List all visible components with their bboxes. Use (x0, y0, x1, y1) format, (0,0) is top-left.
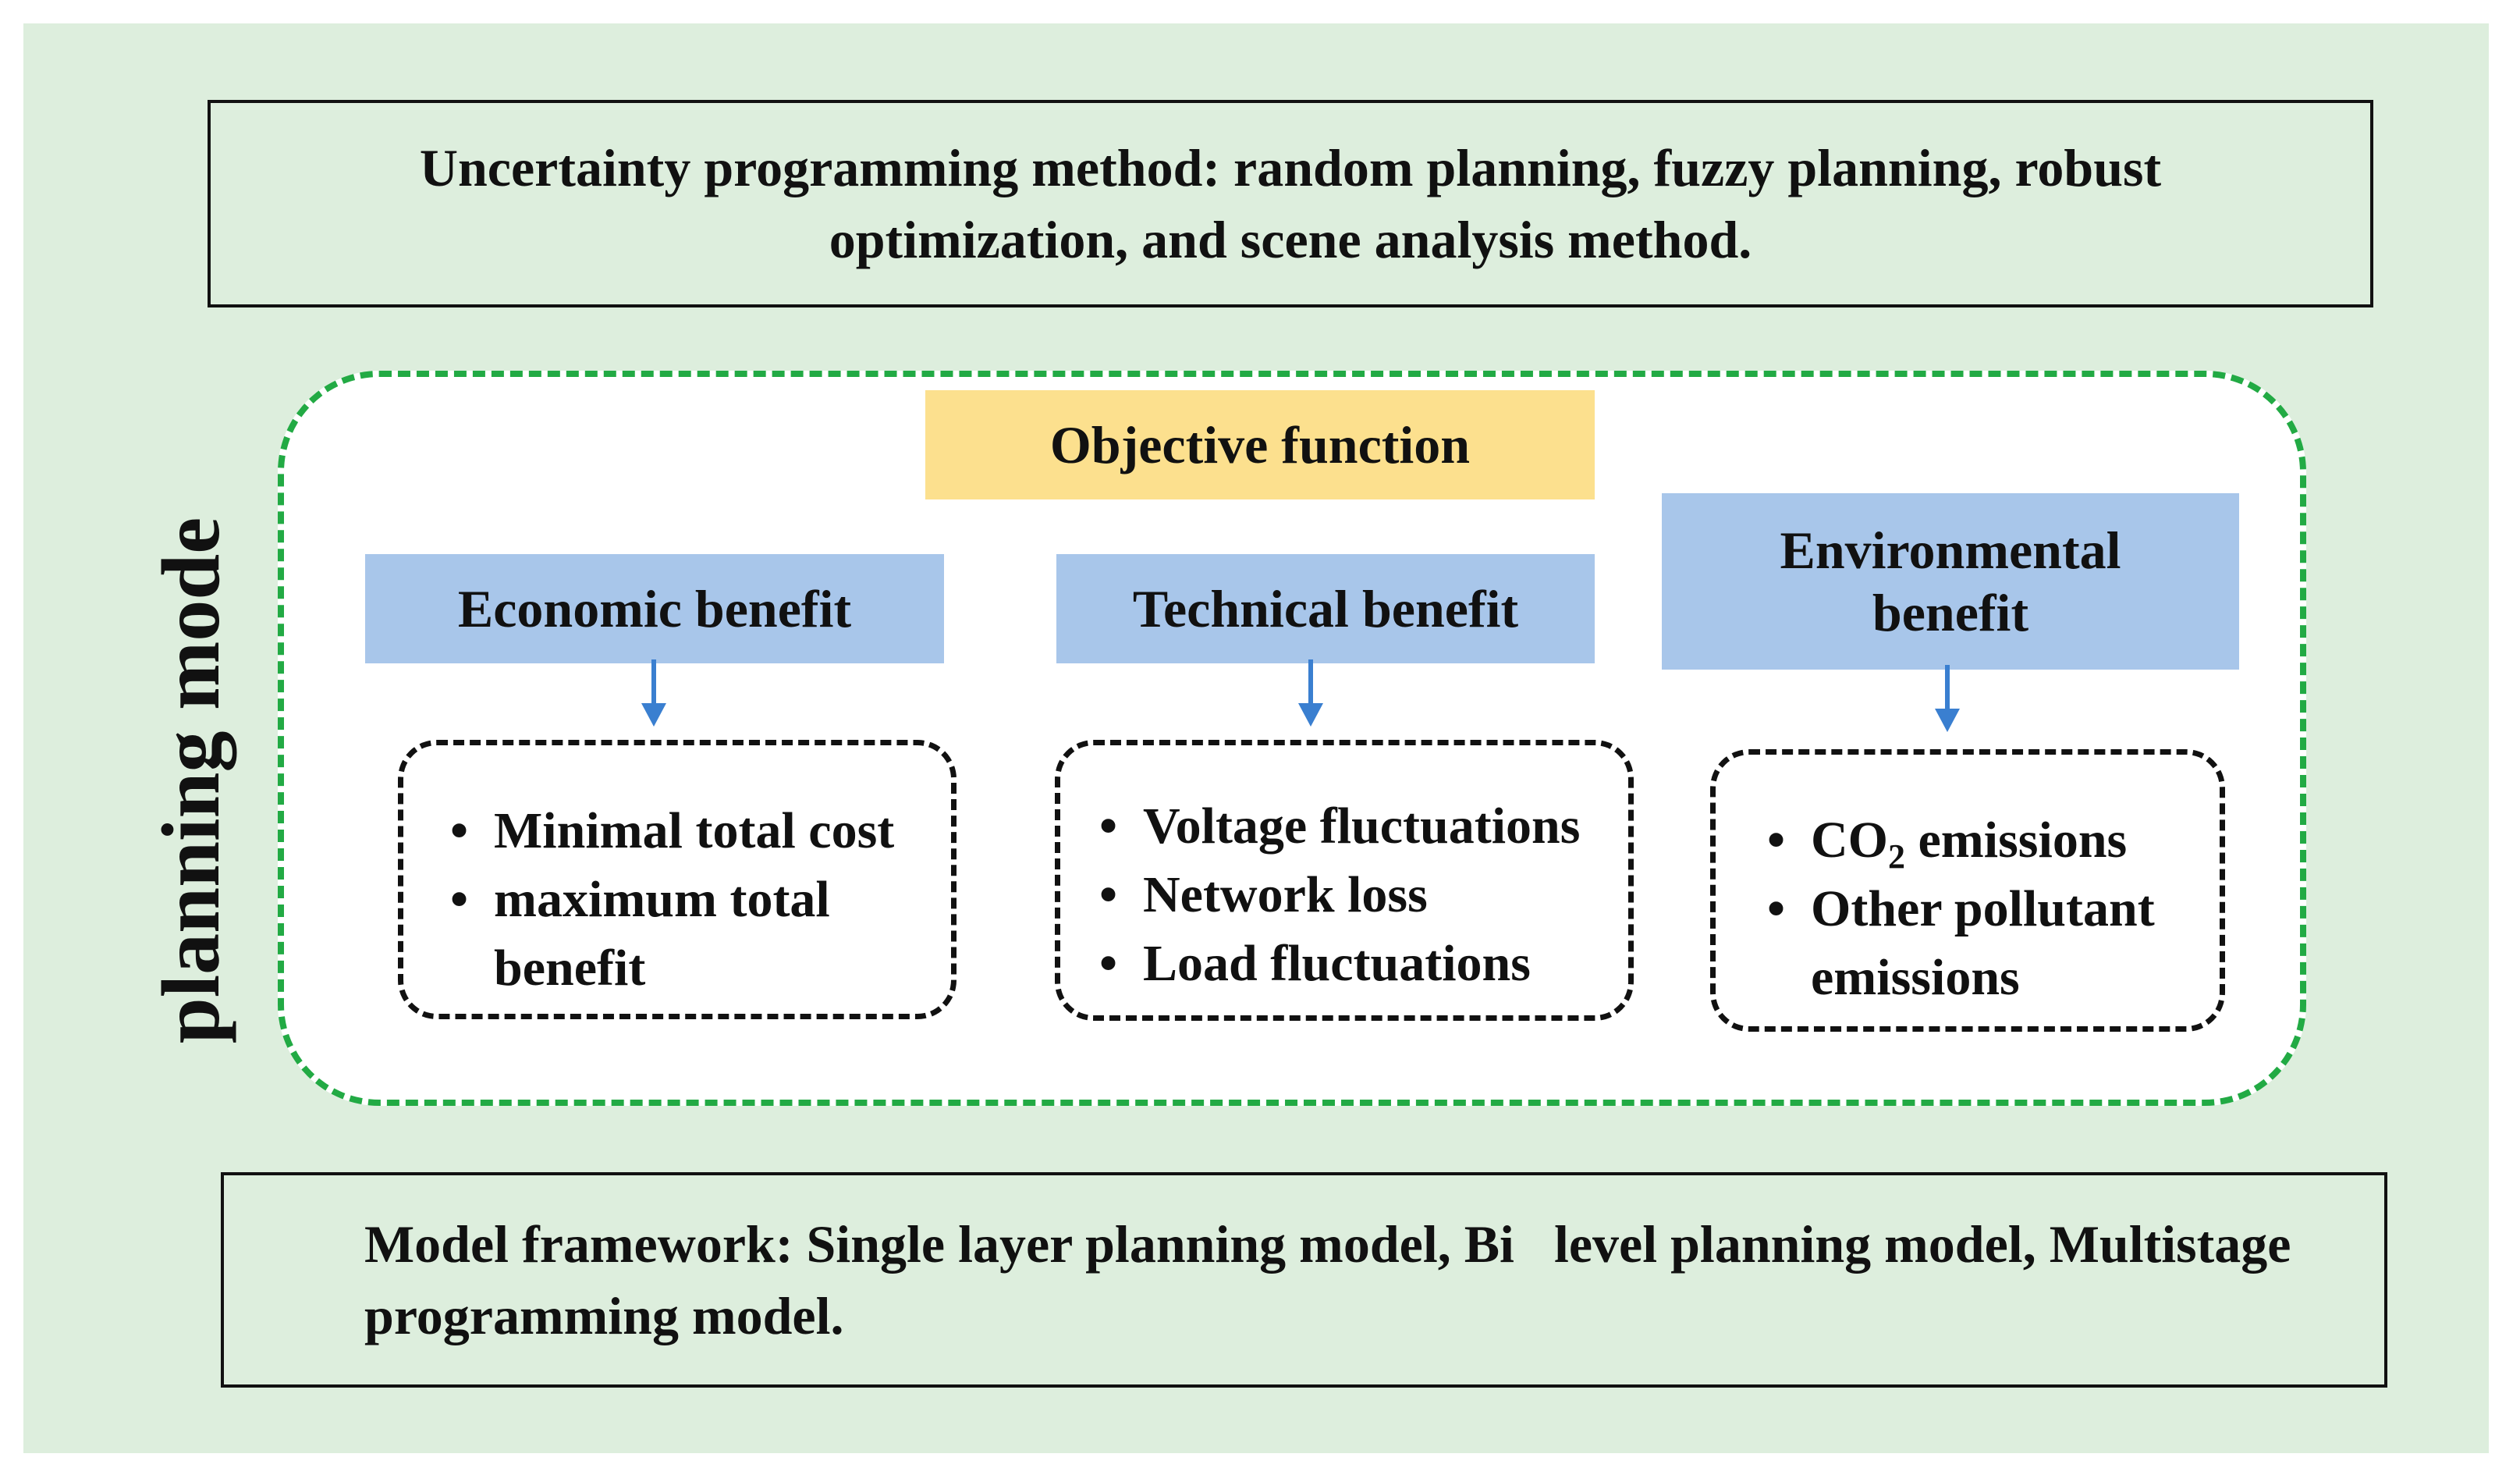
co2-emissions-text: emissions (1905, 812, 2128, 869)
list-item: • Voltage fluctuations (1099, 792, 1613, 861)
environmental-benefit-box: Environmental benefit (1662, 493, 2239, 670)
list-item-text: CO2 emissions (1811, 812, 2128, 874)
environmental-down-arrow-icon (1935, 665, 1960, 732)
uncertainty-method-text: Uncertainty programming method: random p… (419, 138, 2162, 269)
list-item-text: Network loss (1143, 866, 1428, 923)
objective-function-label: Objective function (1049, 414, 1471, 474)
environmental-items-list: • CO2 emissions • Other pollutant emissi… (1767, 806, 2204, 1012)
list-item: • Load fluctuations (1099, 929, 1613, 998)
model-framework-text: Model framework: Single layer planning m… (364, 1214, 2305, 1345)
economic-down-arrow-icon (641, 659, 666, 727)
list-item-text: Load fluctuations (1143, 935, 1531, 992)
list-item: • Minimal total cost (450, 797, 935, 865)
technical-benefit-title: Technical benefit (1132, 579, 1519, 638)
bullet-icon: • (1767, 880, 1786, 937)
technical-items-list: • Voltage fluctuations • Network loss • … (1099, 792, 1613, 998)
co2-subscript: 2 (1888, 837, 1905, 876)
technical-detail-box: • Voltage fluctuations • Network loss • … (1055, 740, 1634, 1021)
economic-benefit-title: Economic benefit (457, 579, 852, 638)
technical-benefit-box: Technical benefit (1056, 554, 1595, 663)
technical-down-arrow-icon (1298, 659, 1323, 727)
list-item: • Network loss (1099, 861, 1613, 929)
environmental-detail-box: • CO2 emissions • Other pollutant emissi… (1710, 749, 2225, 1032)
list-item-text: Voltage fluctuations (1143, 798, 1581, 855)
economic-benefit-box: Economic benefit (365, 554, 944, 663)
economic-items-list: • Minimal total cost • maximum total ben… (450, 797, 935, 1003)
co2-chemical-symbol: CO (1811, 812, 1888, 869)
objective-function-box: Objective function (925, 390, 1595, 499)
list-item: • Other pollutant emissions (1767, 875, 2204, 1012)
bullet-icon: • (1099, 798, 1118, 855)
economic-detail-box: • Minimal total cost • maximum total ben… (398, 740, 957, 1019)
uncertainty-method-box: Uncertainty programming method: random p… (208, 100, 2373, 307)
list-item-text: maximum total benefit (494, 871, 830, 997)
bullet-icon: • (450, 802, 469, 859)
bullet-icon: • (450, 871, 469, 928)
planning-mode-label: planning mode (145, 517, 236, 1044)
environmental-benefit-title: Environmental benefit (1780, 521, 2121, 642)
bullet-icon: • (1099, 866, 1118, 923)
list-item-text: Other pollutant emissions (1811, 880, 2155, 1006)
bullet-icon: • (1767, 812, 1786, 869)
model-framework-box: Model framework: Single layer planning m… (221, 1172, 2387, 1388)
bullet-icon: • (1099, 935, 1118, 992)
list-item: • maximum total benefit (450, 865, 935, 1003)
list-item-text: Minimal total cost (494, 802, 895, 859)
list-item: • CO2 emissions (1767, 806, 2204, 875)
